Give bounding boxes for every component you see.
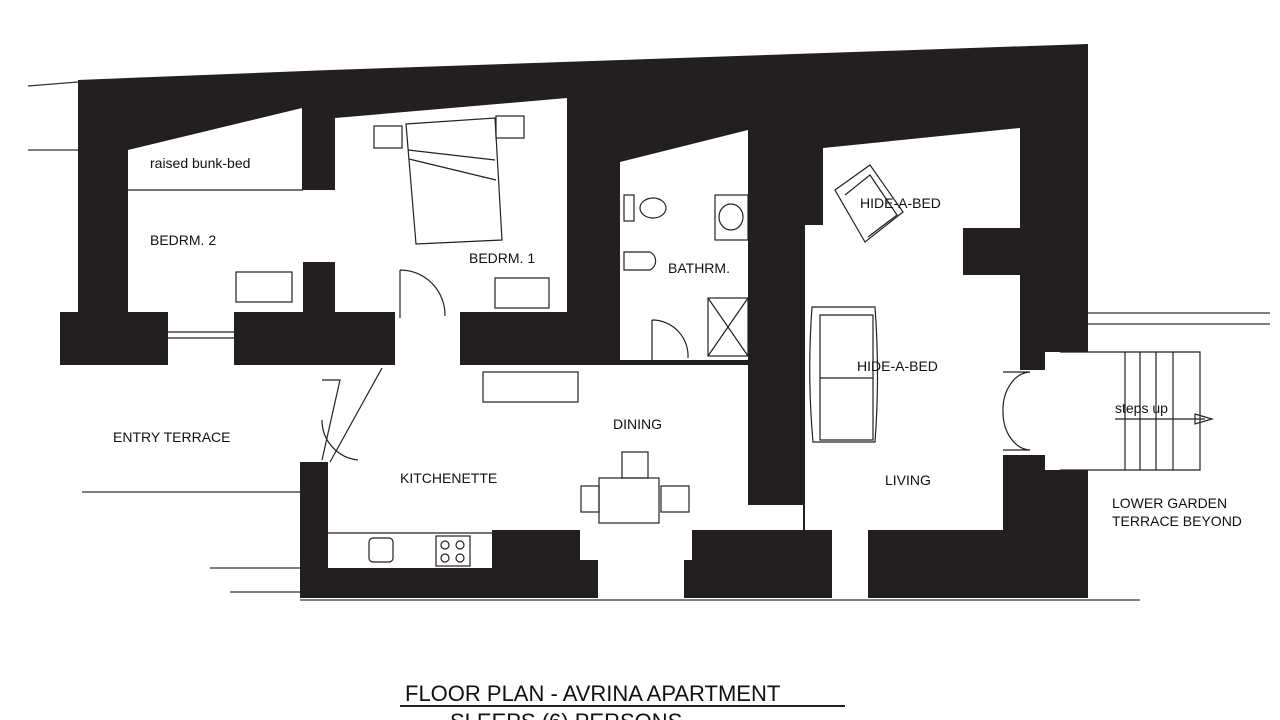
- label-steps: steps up: [1115, 400, 1168, 416]
- nightstand-right: [495, 115, 525, 139]
- double-bed: [405, 117, 503, 245]
- bidet: [623, 251, 657, 271]
- label-entry-terrace: ENTRY TERRACE: [113, 429, 230, 445]
- label-living: LIVING: [885, 472, 931, 488]
- furniture: [128, 115, 1215, 567]
- armchair: [834, 164, 904, 243]
- window-living: [832, 530, 868, 598]
- label-kitchenette: KITCHENETTE: [400, 470, 497, 486]
- plan-title: FLOOR PLAN - AVRINA APARTMENT: [405, 681, 780, 706]
- room-bedrooms: [128, 98, 567, 318]
- bedroom1-dresser: [494, 277, 550, 309]
- living-door: [1002, 371, 1031, 451]
- bathroom-door: [651, 319, 689, 360]
- sink: [368, 537, 394, 563]
- dining-sideboard: [482, 371, 579, 403]
- label-dining: DINING: [613, 416, 662, 432]
- room-bathroom: [620, 130, 748, 360]
- shower: [707, 297, 749, 357]
- room-living: [805, 128, 1020, 530]
- label-hide-a-bed-2: HIDE-A-BED: [857, 358, 938, 374]
- exterior-lines: [27, 81, 1270, 601]
- rooms: [128, 98, 1060, 598]
- label-bathroom: BATHRM.: [668, 260, 730, 276]
- bedroom2-dresser: [235, 271, 293, 303]
- toilet-tank: [623, 194, 635, 222]
- label-lower-garden-1: LOWER GARDEN: [1112, 495, 1227, 511]
- entry-door-opening: [300, 365, 322, 462]
- washbasin: [718, 203, 744, 231]
- label-lower-garden-2: TERRACE BEYOND: [1112, 513, 1242, 529]
- room-kitchen-dining: [320, 318, 803, 568]
- label-hide-a-bed-1: HIDE-A-BED: [860, 195, 941, 211]
- sofa: [809, 306, 879, 443]
- steps: [1060, 351, 1201, 471]
- bedroom1-door: [399, 269, 446, 318]
- nightstand-left: [373, 125, 403, 149]
- chair-left: [580, 485, 600, 513]
- chair-top: [621, 451, 649, 479]
- room-bunk: [128, 108, 302, 190]
- window-kitchen: [598, 560, 684, 598]
- label-bedroom1: BEDRM. 1: [469, 250, 535, 266]
- label-bunk: raised bunk-bed: [150, 155, 250, 171]
- stove: [435, 535, 471, 567]
- steps-landing: [1045, 352, 1060, 470]
- entry-door: [321, 367, 383, 463]
- label-bedroom2: BEDRM. 2: [150, 232, 216, 248]
- plan-subtitle: SLEEPS (6) PERSONS: [450, 709, 682, 720]
- chair-right: [660, 485, 690, 513]
- right-door-opening: [1003, 370, 1048, 455]
- vanity: [714, 194, 749, 241]
- toilet: [639, 197, 667, 219]
